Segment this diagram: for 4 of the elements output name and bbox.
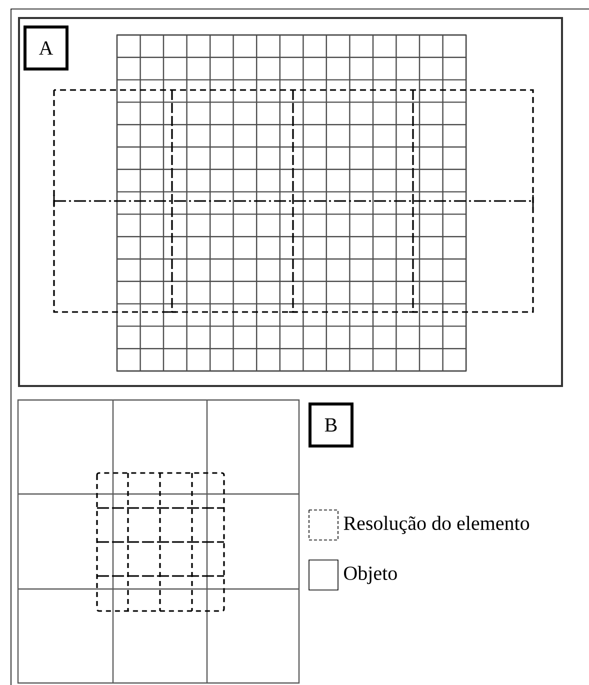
legend-text: Resolução do elemento <box>344 516 530 534</box>
panel-label: B <box>308 402 354 448</box>
legend-text: Objeto <box>344 566 397 584</box>
panel-label: A <box>24 26 68 70</box>
